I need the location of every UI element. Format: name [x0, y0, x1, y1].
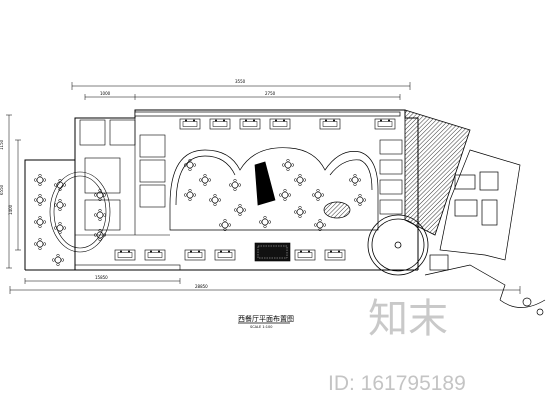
hatched-wall-zone — [404, 109, 471, 236]
central-dining-area — [169, 147, 379, 231]
top-dimension-label: 3550 — [235, 79, 246, 84]
left-tables — [33, 173, 107, 267]
drawing-title: 西餐厅平面布置图 — [238, 314, 294, 323]
bottom-dim-left-label: 15850 — [95, 275, 108, 280]
top-booths — [179, 118, 396, 130]
watermark-logo-text: 知末 — [368, 296, 448, 342]
top-dim-left-label: 1000 — [100, 91, 111, 96]
central-tables — [183, 158, 367, 232]
top-dim-right-label: 2750 — [265, 91, 276, 96]
round-room — [367, 214, 429, 276]
watermark-id: ID: 161795189 — [328, 372, 466, 395]
right-booths — [379, 139, 403, 215]
bottom-dim-total-label: 28850 — [195, 284, 208, 289]
dimension-lines — [6, 82, 521, 294]
building-outline — [24, 109, 419, 271]
bar-counter — [254, 242, 291, 262]
left-dim-label-3: 1400 — [8, 204, 13, 215]
left-rooms — [75, 118, 170, 236]
left-dining-area — [49, 171, 111, 253]
drawing-scale: SCALE 1:100 — [250, 325, 272, 329]
bottom-booths — [114, 249, 346, 261]
right-annex — [424, 149, 546, 316]
left-dim-label-1: 1150 — [0, 139, 4, 150]
left-dim-label-2: 6550 — [0, 184, 4, 195]
